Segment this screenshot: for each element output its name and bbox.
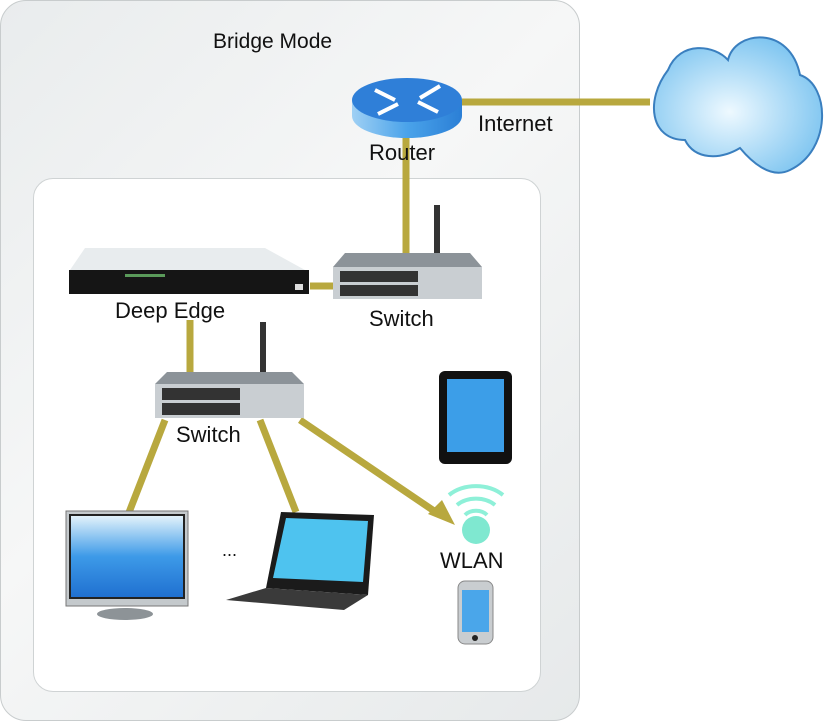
router-label: Router	[369, 140, 436, 165]
cloud-icon	[653, 36, 823, 174]
switch-bottom-icon[interactable]	[152, 322, 307, 422]
switch-bottom-label: Switch	[176, 422, 241, 447]
smartphone-icon[interactable]	[457, 580, 495, 646]
deep-edge-label: Deep Edge	[115, 298, 226, 323]
switch-wlan-cable	[298, 417, 442, 518]
ellipsis-label: ...	[222, 540, 238, 560]
switch-laptop-cable	[256, 418, 300, 514]
deep-edge-server-icon[interactable]	[65, 240, 315, 305]
wlan-label: WLAN	[440, 548, 504, 573]
arrow-head	[428, 500, 455, 525]
switch-top-label: Switch	[369, 306, 434, 331]
router-icon[interactable]	[350, 72, 465, 142]
desktop-monitor-icon[interactable]	[65, 510, 190, 620]
switch-pc-cable	[124, 418, 169, 517]
switch-top-icon[interactable]	[330, 205, 485, 305]
wlan-icon	[447, 484, 505, 544]
internet-label: Internet	[478, 111, 553, 136]
tablet-icon[interactable]	[438, 370, 514, 466]
diagram-title: Bridge Mode	[213, 30, 333, 53]
laptop-icon[interactable]	[226, 510, 378, 610]
